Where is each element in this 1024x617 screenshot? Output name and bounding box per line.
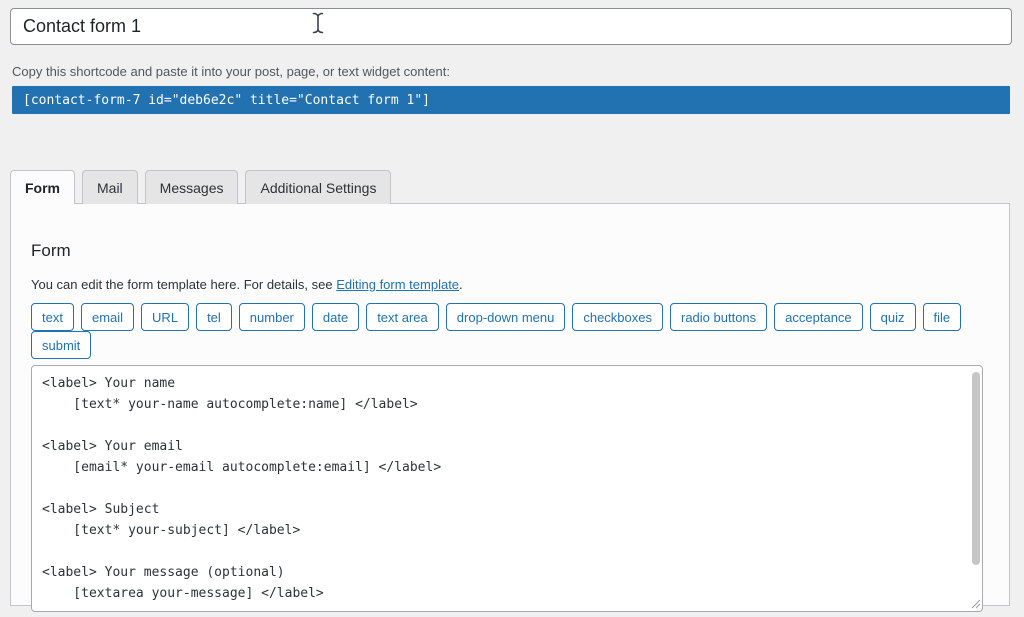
panel-description-text: You can edit the form template here. For… xyxy=(31,277,337,292)
tab-form[interactable]: Form xyxy=(10,170,75,204)
scrollbar-thumb[interactable] xyxy=(972,372,980,565)
tag-button-number[interactable]: number xyxy=(238,303,305,331)
editor-tabs: Form Mail Messages Additional Settings xyxy=(10,170,398,204)
tag-button-tel[interactable]: tel xyxy=(196,303,232,331)
tag-button-text-area[interactable]: text area xyxy=(366,303,439,331)
tag-button-file[interactable]: file xyxy=(922,303,962,331)
form-panel: Form You can edit the form template here… xyxy=(10,203,1010,612)
tag-button-date[interactable]: date xyxy=(311,303,360,331)
form-template-editor: <label> Your name [text* your-name autoc… xyxy=(31,365,983,612)
tag-button-quiz[interactable]: quiz xyxy=(869,303,916,331)
editing-form-template-link[interactable]: Editing form template xyxy=(336,277,460,292)
tag-button-drop-down-menu[interactable]: drop-down menu xyxy=(445,303,566,331)
tag-button-text[interactable]: text xyxy=(31,303,74,331)
tag-button-radio-buttons[interactable]: radio buttons xyxy=(670,303,768,331)
tag-generator-buttons: text email URL tel number date text area… xyxy=(31,303,989,359)
tag-button-checkboxes[interactable]: checkboxes xyxy=(572,303,663,331)
panel-description: You can edit the form template here. For… xyxy=(31,277,989,293)
shortcode-input[interactable] xyxy=(12,86,1010,114)
shortcode-instruction: Copy this shortcode and paste it into yo… xyxy=(12,64,450,79)
tab-mail[interactable]: Mail xyxy=(82,170,138,204)
form-title-input[interactable] xyxy=(10,8,1012,45)
panel-heading: Form xyxy=(31,241,71,260)
panel-description-period: . xyxy=(459,277,463,292)
form-template-textarea[interactable]: <label> Your name [text* your-name autoc… xyxy=(31,365,983,612)
tag-button-submit[interactable]: submit xyxy=(31,331,92,359)
tab-messages[interactable]: Messages xyxy=(144,170,239,204)
tag-button-acceptance[interactable]: acceptance xyxy=(774,303,863,331)
tag-button-url[interactable]: URL xyxy=(141,303,190,331)
tag-button-email[interactable]: email xyxy=(80,303,135,331)
tab-additional-settings[interactable]: Additional Settings xyxy=(245,170,392,204)
resize-handle-icon[interactable] xyxy=(970,598,981,609)
